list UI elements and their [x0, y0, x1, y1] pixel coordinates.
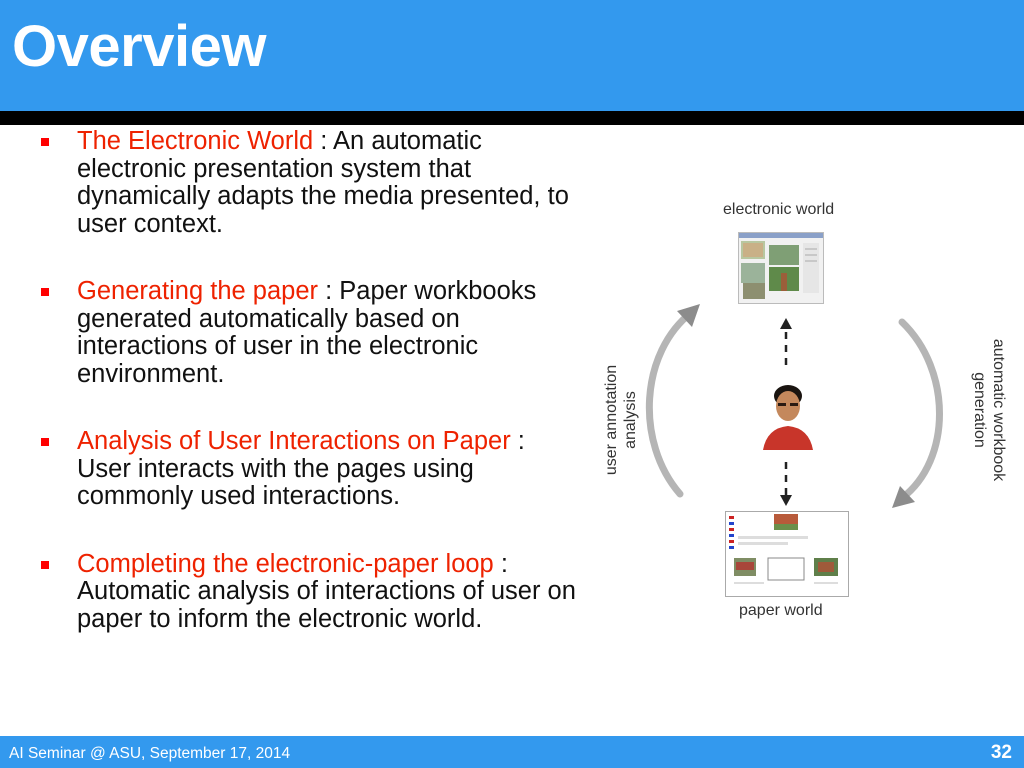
right-label-line2: generation	[971, 372, 988, 448]
bullet-square-icon	[41, 138, 49, 146]
bullet-square-icon	[41, 560, 49, 569]
user-photo	[761, 376, 815, 450]
page-number: 32	[990, 742, 1012, 763]
title-divider	[0, 111, 1024, 125]
footer-bar: AI Seminar @ ASU, September 17, 2014 32	[0, 736, 1024, 768]
left-label-line1: user annotation	[603, 364, 620, 476]
bullet-text: : User interacts with the pages using co…	[77, 427, 525, 510]
bullet-square-icon	[41, 288, 49, 296]
bullet-text: : Automatic analysis of interactions of …	[77, 549, 576, 633]
left-curved-arrow	[645, 308, 696, 498]
down-arrowhead	[780, 495, 792, 506]
right-curved-arrow	[898, 318, 943, 502]
up-arrowhead	[780, 318, 792, 329]
bullet-heading: Generating the paper	[77, 277, 319, 305]
bullet-square-icon	[41, 438, 49, 446]
paper-workbook-thumbnail	[725, 511, 849, 597]
bullet-heading: Analysis of User Interactions on Paper	[77, 427, 511, 455]
electronic-paper-loop-diagram: electronic world	[580, 180, 1024, 630]
footer-text: AI Seminar @ ASU, September 17, 2014	[9, 745, 291, 762]
bullet-item: Analysis of User Interactions on Paper :…	[36, 427, 576, 511]
right-arrowhead	[892, 486, 915, 508]
user-annotation-analysis-label: user annotation analysis	[602, 345, 640, 495]
right-label-line1: automatic workbook	[990, 338, 1007, 482]
bullet-list: The Electronic World : An automatic elec…	[36, 127, 576, 673]
bullet-heading: Completing the electronic-paper loop	[77, 549, 494, 578]
bullet-text: : An automatic electronic presentation s…	[77, 127, 569, 238]
loop-arrows	[645, 304, 943, 508]
bullet-heading: The Electronic World	[77, 127, 314, 155]
bullet-item: Generating the paper : Paper workbooks g…	[36, 277, 576, 388]
left-arrowhead	[677, 304, 700, 327]
automatic-workbook-generation-label: automatic workbook generation	[970, 324, 1008, 496]
slide-title: Overview	[12, 14, 266, 79]
bullet-item: The Electronic World : An automatic elec…	[36, 127, 576, 238]
left-label-line2: analysis	[622, 391, 639, 449]
title-bar: Overview	[0, 0, 1024, 111]
electronic-world-label: electronic world	[723, 201, 835, 218]
bullet-item: Completing the electronic-paper loop : A…	[36, 549, 576, 634]
bullet-text: : Paper workbooks generated automaticall…	[77, 277, 537, 388]
electronic-world-screenshot	[738, 232, 824, 304]
paper-world-label: paper world	[739, 602, 823, 619]
